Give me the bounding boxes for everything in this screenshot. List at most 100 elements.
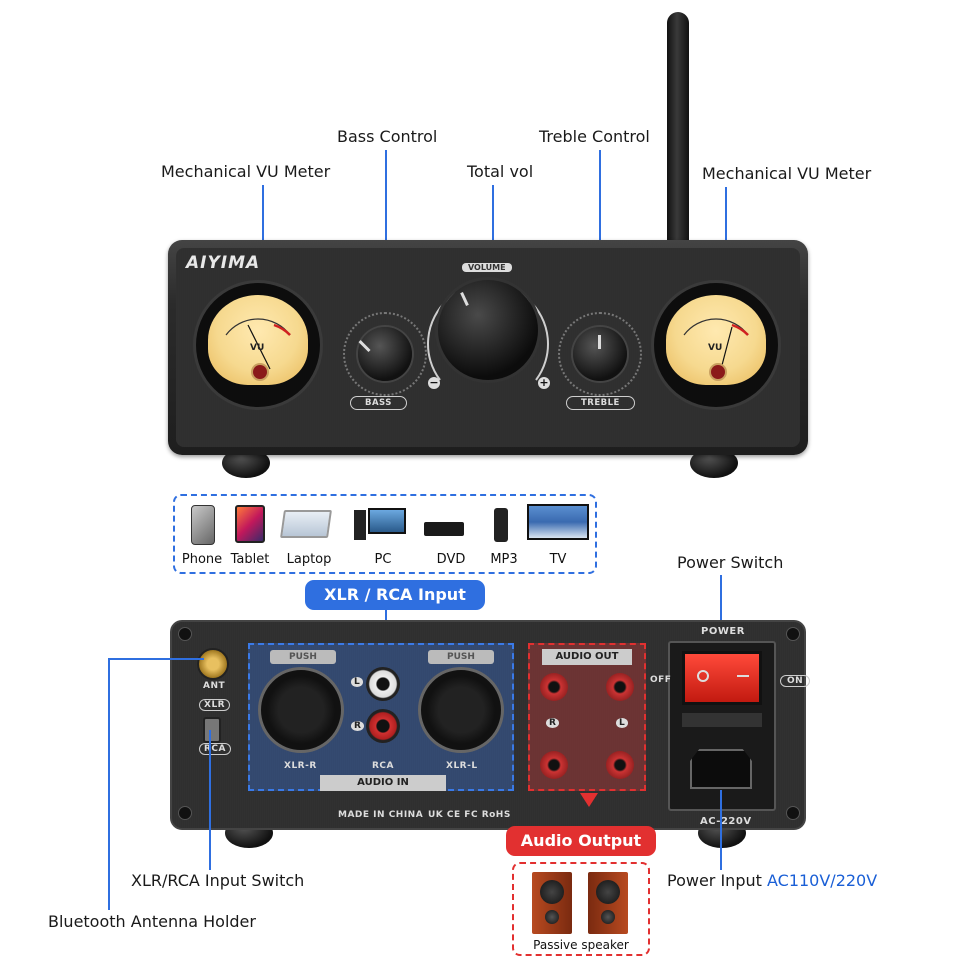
laptop-icon [280,510,332,538]
power-input-text: Power Input [667,871,762,890]
vu-led-right [709,363,727,381]
bass-knob-scale [343,312,427,396]
speaker-right-woofer [596,880,620,904]
passive-speaker-box: Passive speaker [512,862,650,956]
audio-in-panel: PUSH PUSH L R XLR-R RCA XLR-L AUDIO IN [248,643,514,791]
power-input-pointer-line [720,790,722,870]
speaker-terminal[interactable] [540,673,568,701]
fuse-label-strip [682,713,762,727]
speaker-terminal[interactable] [606,751,634,779]
ac-voltage-label: AC-220V [700,816,752,827]
phone-icon [191,505,215,545]
source-phone: Phone [181,552,223,567]
out-left-channel-label: L [616,718,629,728]
power-on-mark-icon [737,675,749,677]
vu-scale-right [683,318,749,370]
dvd-icon [424,522,464,536]
cert-marks: UK CE FC RoHS [428,810,511,820]
power-switch-label: Power Switch [677,553,784,572]
iec-power-socket[interactable] [690,749,752,789]
treble-label: TREBLE [581,398,620,408]
antenna-pointer-h [108,658,204,660]
speaker-left-woofer [540,880,564,904]
antenna-pointer-v [108,658,110,910]
rca-r-jack[interactable] [366,709,400,743]
push-tab-right: PUSH [428,650,494,664]
screw-icon [178,627,192,641]
vu-text-left: VU [250,343,265,353]
speaker-terminal[interactable] [606,673,634,701]
xlr-rca-toggle[interactable] [203,717,221,743]
total-vol-label: Total vol [467,162,534,181]
brand-logo: AIYIMA [186,253,261,273]
bass-label: BASS [365,398,392,408]
out-right-channel-label: R [546,718,560,728]
power-off-mark-icon [697,670,709,682]
bass-control-label: Bass Control [337,127,438,146]
volume-knob-indicator [460,292,469,306]
antenna-holder-label: Bluetooth Antenna Holder [48,912,256,931]
ant-label: ANT [203,681,226,691]
made-in-label: MADE IN CHINA [338,810,424,820]
speaker-left-icon [532,872,572,934]
rca-left-channel-label: L [351,677,364,687]
vu-face-left: VU [208,295,308,385]
vu-meter-right-label: Mechanical VU Meter [702,164,872,183]
speaker-right-tweeter [601,910,615,924]
bass-label-pill: BASS [350,396,407,410]
antenna-connector[interactable] [197,648,229,680]
power-rocker-switch[interactable] [682,651,762,705]
treble-knob[interactable] [573,327,627,381]
bass-knob[interactable] [358,327,412,381]
on-label: ON [780,675,811,687]
speaker-right-icon [588,872,628,934]
xlr-r-jack[interactable] [258,667,344,753]
audio-out-label: AUDIO OUT [542,649,632,665]
pc-monitor-icon [368,508,406,534]
xlr-r-label: XLR-R [284,761,317,771]
audio-output-badge: Audio Output [506,826,656,856]
xlr-switch-label: XLR [199,699,231,711]
mp3-icon [494,508,508,542]
xlr-l-label: XLR-L [446,761,478,771]
screw-icon [786,806,800,820]
antenna [667,12,689,252]
output-arrow-icon [580,793,598,807]
treble-knob-indicator [598,335,601,349]
xlr-l-jack[interactable] [418,667,504,753]
speaker-left-tweeter [545,910,559,924]
source-tablet: Tablet [230,552,270,567]
vu-scale-left [225,318,291,370]
vu-meter-left-label: Mechanical VU Meter [161,162,331,181]
volume-plus-icon: + [538,376,550,389]
power-label: POWER [701,626,745,637]
bass-knob-indicator [358,340,371,353]
source-mp3: MP3 [490,552,518,567]
screw-icon [786,627,800,641]
treble-knob-scale [558,312,642,396]
volume-knob[interactable] [438,280,538,380]
rca-l-jack[interactable] [366,667,400,701]
vu-meter-right: VU [654,283,778,407]
volume-minus-icon: − [428,376,440,389]
source-laptop: Laptop [286,552,332,567]
audio-out-panel: AUDIO OUT R L [528,643,646,791]
speaker-terminal[interactable] [540,751,568,779]
rca-right-channel-label: R [351,721,365,731]
rca-mid-label: RCA [372,761,395,771]
vu-meter-left: VU [196,283,320,407]
source-pc: PC [374,552,392,567]
rca-switch-label: RCA [199,743,232,755]
audio-in-label: AUDIO IN [320,775,446,791]
switch-pointer-line [209,730,211,870]
xlr-rca-switch-label: XLR/RCA Input Switch [131,871,305,890]
tv-icon [527,504,589,540]
vu-text-right: VU [708,343,723,353]
treble-label-pill: TREBLE [566,396,635,410]
power-module [668,641,776,811]
power-input-label: Power Input AC110V/220V [667,871,877,890]
push-tab-left: PUSH [270,650,336,664]
xlr-rca-input-badge: XLR / RCA Input [305,580,485,610]
treble-control-label: Treble Control [539,127,650,146]
volume-ring-label: VOLUME [462,263,512,272]
